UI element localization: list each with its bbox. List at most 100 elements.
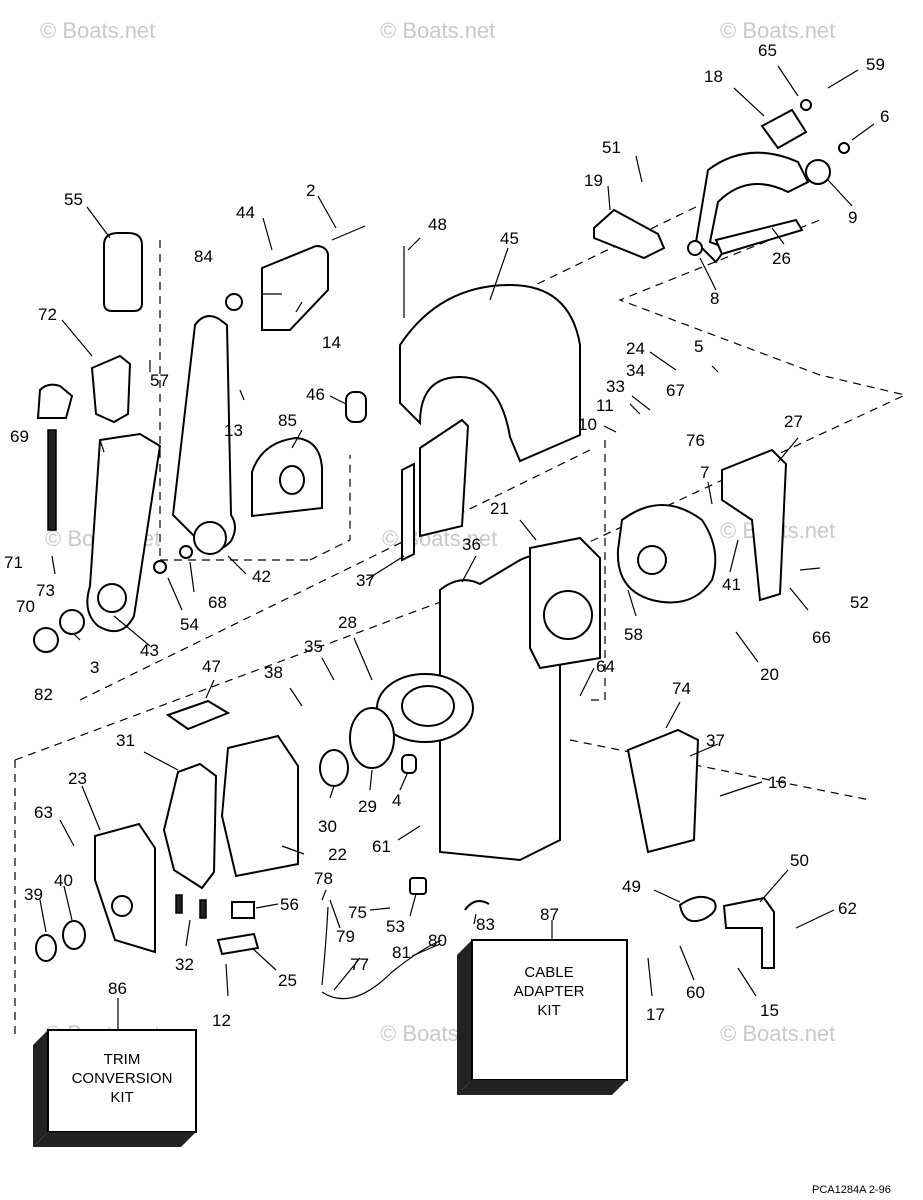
part-number-label: 59 [866,55,885,74]
switch-cover-part [220,734,299,878]
spring-part [175,894,183,914]
part-number-label: 8 [710,289,719,308]
key-pin-part [345,391,367,423]
part-number-label: 25 [278,971,297,990]
drawing-code: PCA1284A 2-96 [812,1184,891,1196]
retaining-ring-part [319,749,349,787]
part-number-label: 14 [322,333,341,352]
switch-plate-part [162,762,218,890]
part-number-label: 30 [318,817,337,836]
trim-conversion-kit-label: TRIM [104,1051,141,1068]
part-number-label: 9 [848,208,857,227]
trim-conversion-kit-box [33,1029,197,1147]
part-number-label: 70 [16,597,35,616]
part-number-label: 67 [666,381,685,400]
cap-part [103,232,143,312]
washer-part [179,545,193,559]
part-number-label: 62 [838,899,857,918]
part-number-label: 13 [224,421,243,440]
part-number-label: 79 [336,927,355,946]
part-number-label: 35 [304,637,323,656]
part-number-label: 66 [812,628,831,647]
part-number-label: 81 [392,943,411,962]
cable-adapter-kit-box [457,939,628,1095]
part-number-label: 46 [306,385,325,404]
arm-lever-part [714,218,804,256]
part-number-label: 68 [208,593,227,612]
bushing-part [225,293,243,311]
knob-part [760,108,808,150]
part-number-label: 19 [584,171,603,190]
part-number-label: 41 [722,575,741,594]
part-number-label: 40 [54,871,73,890]
part-number-label: 10 [578,415,597,434]
part-number-label: 71 [4,553,23,572]
bar-part [216,932,260,956]
lever-hub-part [193,521,227,555]
part-number-label: 39 [24,885,43,904]
gear-seal-part [543,590,593,640]
cable-clip-part [593,208,666,260]
ring-part [59,609,85,635]
part-number-label: 61 [372,837,391,856]
part-number-label: 52 [850,593,869,612]
base-plate-hole-part [111,895,133,917]
o-ring-part [35,934,57,962]
part-number-label: 87 [540,905,559,924]
part-number-label: 26 [772,249,791,268]
cable-adapter-kit-label: KIT [537,1002,560,1019]
spring-part [331,225,366,241]
part-number-label: 72 [38,305,57,324]
part-number-label: 50 [790,851,809,870]
part-number-labels: 2 3 4 5 6 7 8 9 10 11 12 13 14 15 16 17 … [4,41,889,1030]
part-number-label: 16 [768,773,787,792]
watermark: © Boats.net [40,18,155,43]
watermark: © Boats.net [720,18,835,43]
handle-shaft-part [47,429,57,531]
control-arm-part [86,432,162,633]
watermark: © Boats.net [380,18,495,43]
roller-part [401,754,417,774]
o-ring-part [62,920,86,950]
arm-hub-part [97,583,127,613]
part-number-label: 53 [386,917,405,936]
part-number-label: 6 [880,107,889,126]
part-number-label: 31 [116,731,135,750]
part-number-label: 78 [314,869,333,888]
part-number-label: 83 [476,915,495,934]
part-number-label: 60 [686,983,705,1002]
part-number-label: 4 [392,791,401,810]
detent-plate-part [616,504,717,604]
part-number-label: 18 [704,67,723,86]
part-number-label: 57 [150,371,169,390]
bracket-hole-part [279,465,305,495]
wire-harness-part [321,906,329,986]
shroud-part [261,244,329,331]
part-number-label: 48 [428,215,447,234]
part-number-label: 44 [236,203,255,222]
part-number-label: 45 [500,229,519,248]
washer-part [805,159,831,185]
part-number-label: 20 [760,665,779,684]
part-number-label: 2 [306,181,315,200]
kit-box-labels: CABLE ADAPTER KIT TRIM CONVERSION KIT [72,964,585,1106]
part-number-label: 28 [338,613,357,632]
part-number-label: 69 [10,427,29,446]
part-number-label: 80 [428,931,447,950]
throttle-handle-part [36,383,74,419]
plate-shaft-part [637,545,667,575]
part-number-label: 86 [108,979,127,998]
screw-head-part [153,560,167,574]
nut-part [800,99,812,111]
part-number-label: 33 [606,377,625,396]
mounting-bracket-right-part [721,448,788,602]
part-number-label: 15 [760,1001,779,1020]
part-number-label: 74 [672,679,691,698]
part-number-label: 47 [202,657,221,676]
throttle-arm-part [694,151,810,264]
cable-adapter-kit-label: CABLE [524,964,573,981]
bearing-inner-part [401,685,455,727]
base-plate-part [94,822,156,954]
